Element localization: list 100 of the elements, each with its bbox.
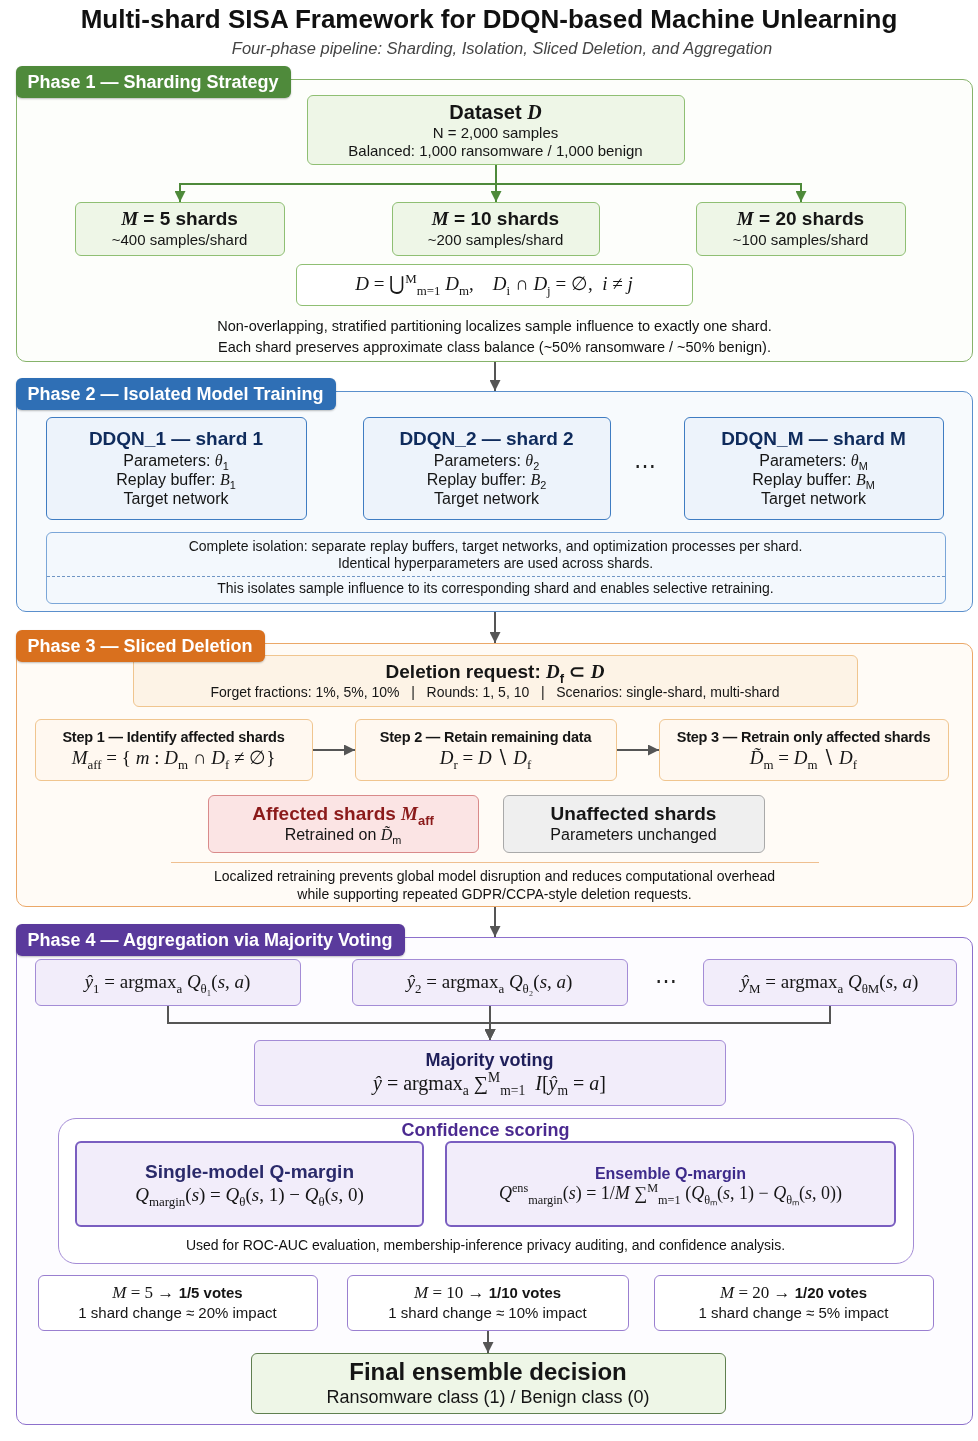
box-title: M = 5 shards [121,208,238,231]
vote-weight-box [37,1274,318,1331]
box-text: Parameters: θ$_{M}$ [759,450,868,470]
phase-heading: Phase 4 — Aggregation via Majority Voting [15,924,405,956]
box-title: Deletion request: D$_{f}$ ⊂ D [385,660,605,684]
box-title: Dataset D [449,99,542,124]
box-title: DDQN_1 — shard 1 [88,427,264,451]
panel-note: Non-overlapping, stratified partitioning localizes sample influence to exactly one shard. [217,316,772,336]
shard-box [695,201,906,256]
formula: D$_{r}$ = D ∖ D$_{f}$ [439,746,532,770]
box-text: Ransomware class (1) / Benign class (0) [326,1386,650,1409]
box-title: Majority voting [425,1049,554,1072]
affected-shards-box [207,794,479,853]
box-text: Parameters: θ$_{1}$ [123,450,229,470]
box-text: Parameters: θ$_{2}$ [433,450,540,470]
box-text: 1 shard change ≈ 5% impact [698,1303,889,1322]
panel-note: Localized retraining prevents global model disruption and reduces computational overhead while supporting repeated GDPR/CCPA-style deletion requests. [212,866,777,905]
formula: M = 5 → 1/5 votes [112,1283,243,1304]
box-text: Parameters unchanged [550,825,717,845]
step-box [658,718,949,781]
formula: ŷ = argmax$_{a}$ ∑$^{M}$$_{m=1}$ I[ŷ$_{m}$ = a] [373,1071,606,1096]
group-heading: Confidence scoring [400,1119,571,1142]
unaffected-shards-box [502,794,765,853]
prediction-box [702,958,957,1006]
formula: ŷ$_{1}$ = argmax$_{a}$ Q$_{θ₁}$(s, a) [84,970,251,994]
model-box [45,416,307,520]
box-text: ~400 samples/shard [111,230,248,249]
prediction-box [34,958,301,1006]
phase-heading: Phase 1 — Sharding Strategy [15,66,291,98]
formula-box [295,263,693,306]
box-title: Step 3 — Retrain only affected shards [676,729,931,747]
prediction-box [351,958,628,1006]
group-note: Used for ROC-AUC evaluation, membership-inference privacy auditing, and confidence analysis. [184,1236,787,1254]
shard-box [391,201,600,256]
box-title: Single-model Q-margin [145,1161,354,1184]
box-title: Step 2 — Retain remaining data [379,729,592,747]
box-text: 1 shard change ≈ 20% impact [78,1303,277,1322]
formula: Q$^{ens}$$_{margin}$(s) = 1/M ∑$^{M}$$_{m=1}$ (Q$_{θₘ}$(s, 1) − Q$_{θₘ}$(s, 0)) [498,1182,843,1205]
arrow [489,611,501,644]
arrow [495,164,807,203]
formula-box [445,1141,896,1227]
formula: M = 10 → 1/10 votes [413,1283,562,1304]
formula: ŷ$_{2}$ = argmax$_{a}$ Q$_{θ₂}$(s, a) [406,970,573,994]
box-title: M = 20 shards [736,208,865,231]
formula: D = ⋃$^{M}$$_{m=1}$ D$_{m}$, D$_{i}$ ∩ D$_{j}$ = ∅, i ≠ j [355,273,633,296]
box-title: DDQN_M — shard M [721,427,906,451]
arrow [484,1005,831,1041]
box-text: Target network [761,489,866,509]
box-text: Retrained on D̃$_{m}$ [284,825,402,845]
phase-heading: Phase 3 — Sliced Deletion [15,630,265,662]
dataset-box [306,94,685,165]
arrow [489,361,501,392]
shard-box [74,201,285,256]
model-box [683,416,944,520]
arrow [616,744,660,756]
formula: ŷ$_{M}$ = argmax$_{a}$ Q$_{θM}$(s, a) [740,970,919,994]
step-box [354,718,617,781]
box-text: Target network [123,489,229,509]
box-text: Identical hyperparameters are used across shards. [337,555,654,572]
box-text: Replay buffer: B$_{1}$ [116,470,236,489]
box-text: ~100 samples/shard [732,230,869,249]
model-box [362,416,611,520]
box-text: Replay buffer: B$_{M}$ [752,470,875,489]
deletion-request-box [132,654,858,707]
arrow [312,744,356,756]
majority-voting-box [253,1039,726,1106]
isolation-note-box [45,531,946,604]
box-text: N = 2,000 samples [432,123,559,142]
ellipsis: ⋯ [655,968,677,994]
box-text: Replay buffer: B$_{2}$ [426,470,547,489]
diagram-title: Multi-shard SISA Framework for DDQN-based Machine Unlearning [80,3,898,35]
formula: D̃$_{m}$ = D$_{m}$ ∖ D$_{f}$ [749,746,858,770]
box-title: M = 10 shards [431,208,560,231]
formula: M$_{aff}$ = {m : D$_{m}$ ∩ D$_{f}$ ≠ ∅} [71,746,276,770]
confidence-scoring-panel [57,1117,914,1264]
box-title: Affected shards M$_{aff}$ [252,802,434,826]
box-text: Forget fractions: 1%, 5%, 10% | Rounds: 1, 5, 10 | Scenarios: single-shard, multi-shard [210,683,780,701]
formula-box [75,1141,424,1227]
vote-weight-box [346,1274,629,1331]
box-title: Ensemble Q-margin [594,1163,747,1183]
box-text: Balanced: 1,000 ransomware / 1,000 benign [348,141,643,160]
step-box [34,718,313,781]
phase-heading: Phase 2 — Isolated Model Training [15,378,336,410]
arrow [489,906,501,938]
box-text: Complete isolation: separate replay buffers, target networks, and optimization processes per shard. [188,538,803,556]
final-decision-box [250,1352,726,1414]
subtitle: Four-phase pipeline: Sharding, Isolation, Sliced Deletion, and Aggregation [231,38,773,58]
box-text: Target network [434,489,539,509]
box-title: DDQN_2 — shard 2 [399,427,574,451]
box-title: Unaffected shards [550,802,717,826]
box-title: Step 1 — Identify affected shards [62,729,285,747]
formula: M = 20 → 1/20 votes [719,1283,868,1304]
panel-note: Each shard preserves approximate class balance (~50% ransomware / ~50% benign). [218,337,771,357]
box-text: This isolates sample influence to its corresponding shard and enables selective retraining. [217,579,774,597]
ellipsis: ⋯ [634,453,656,479]
vote-weight-box [653,1274,934,1331]
box-text: ~200 samples/shard [427,230,564,249]
arrow [482,1330,494,1354]
formula: Q$_{margin}$(s) = Q$_{θ}$(s, 1) − Q$_{θ}$(s, 0) [135,1184,364,1207]
box-title: Final ensemble decision [349,1357,627,1387]
